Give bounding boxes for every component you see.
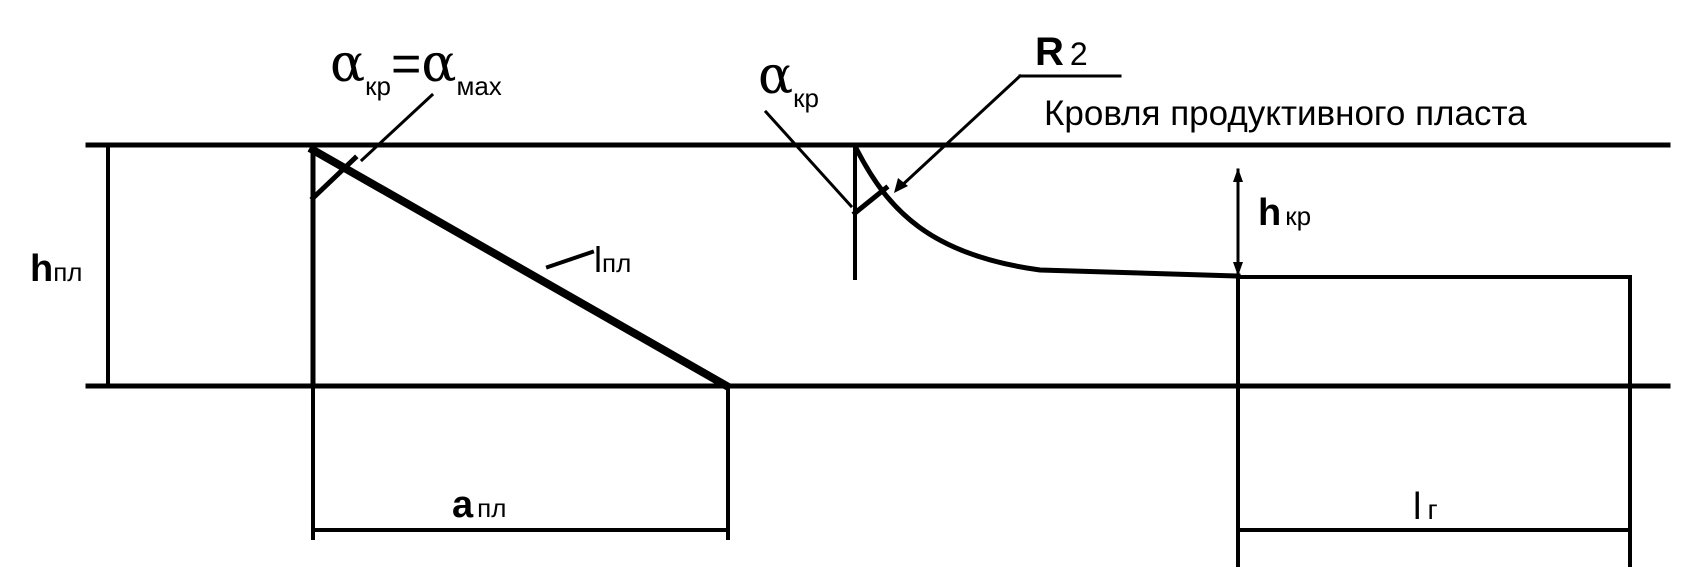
label-alpha-kr-eq-alpha-max: αкр=αмах (330, 35, 502, 99)
h-kr-arrow-bottom (1233, 262, 1243, 276)
inclined-section-l-pl (307, 144, 731, 391)
left-angle-marker (309, 154, 359, 202)
leader-alpha-kr-mid (763, 109, 854, 209)
h-letter: h (30, 248, 54, 290)
r2-arrowhead (894, 178, 908, 193)
alpha-symbol-2: α (421, 34, 457, 94)
leader-r2 (895, 73, 1023, 192)
label-roof: Кровля продуктивного пласта (1044, 94, 1527, 133)
kr-subscript: кр (1285, 201, 1312, 231)
g-subscript: г (1427, 494, 1438, 525)
r-letter: R (1035, 30, 1064, 74)
r-subscript: 2 (1069, 36, 1088, 72)
leader-alpha-kr-left (359, 92, 435, 163)
mid-angle-marker (851, 184, 890, 217)
l-letter: l (594, 239, 602, 280)
max-subscript: мах (456, 71, 502, 101)
kr-subscript: кр (793, 83, 819, 113)
alpha-symbol: α (330, 34, 366, 94)
h-letter: h (1258, 192, 1282, 234)
alpha-symbol: α (758, 46, 794, 106)
pl-subscript: пл (53, 257, 83, 287)
pl-subscript: пл (602, 248, 632, 278)
kr-subscript: кр (365, 71, 391, 101)
equals-sign: = (390, 35, 422, 93)
leader-l-pl (545, 249, 595, 270)
a-letter: a (452, 484, 474, 526)
h-kr-arrow-top (1233, 168, 1243, 182)
pl-subscript: пл (477, 493, 507, 523)
label-alpha-kr-mid: αкр (758, 50, 819, 111)
label-l-pl: lпл (594, 242, 631, 278)
label-h-pl: hпл (30, 250, 82, 288)
l-letter: l (1413, 486, 1422, 528)
curved-section-r2 (853, 146, 1241, 279)
